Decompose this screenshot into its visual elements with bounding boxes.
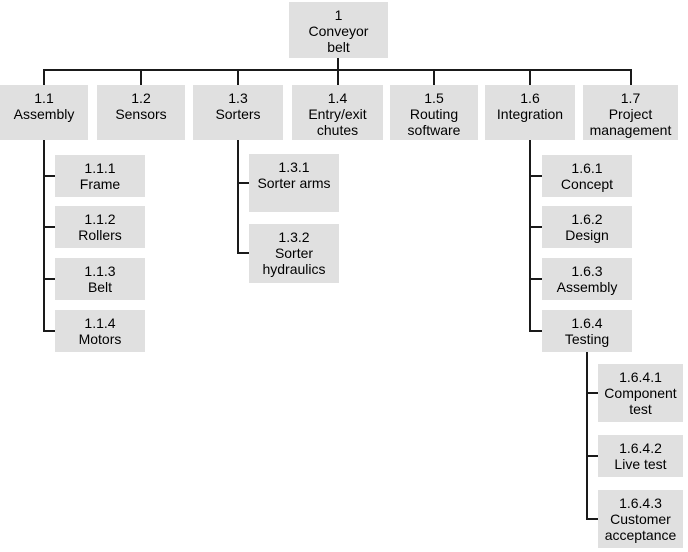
node-label-line: Sensors (115, 106, 167, 122)
node-label-line: Component (604, 385, 677, 401)
node-label-line: Testing (564, 331, 610, 347)
connector-segment (43, 140, 45, 332)
node-label-line: Belt (87, 279, 113, 295)
connector-segment (43, 69, 45, 85)
node-label-line: Assembly (13, 106, 75, 122)
connector-segment (529, 69, 531, 85)
node-label-line: Motors (78, 331, 122, 347)
connector-segment (237, 140, 239, 254)
node-label-line: Entry/exit (308, 106, 367, 122)
node-number: 1.6.4.2 (619, 440, 662, 456)
node-number: 1.7 (620, 90, 641, 106)
connector-segment (43, 226, 56, 228)
node-label-line: chutes (316, 122, 359, 138)
node-label-line: belt (327, 39, 350, 55)
node-number: 1.6 (520, 90, 540, 106)
node-label-line: Live test (614, 456, 667, 472)
node-number: 1.3 (228, 90, 248, 106)
connector-segment (630, 69, 632, 85)
node-number: 1 (334, 7, 343, 23)
node-number: 1.3.1 (278, 159, 310, 175)
connector-segment (237, 69, 239, 85)
connector-segment (586, 392, 599, 394)
node-label-line: Routing (409, 106, 459, 122)
connector-segment (237, 252, 251, 254)
node-label-line: Project (608, 106, 653, 122)
connector-segment (43, 330, 56, 332)
connector-segment (586, 455, 599, 457)
connector-segment (43, 175, 56, 177)
connector-segment (529, 278, 543, 280)
connector-segment (337, 58, 339, 85)
node-number: 1.1.4 (84, 315, 116, 331)
node-label-line: Sorter arms (257, 175, 331, 191)
node-number: 1.1.2 (84, 211, 116, 227)
node-number: 1.1.1 (84, 160, 116, 176)
node-label-line: Customer (610, 511, 671, 527)
node-number: 1.6.4.3 (619, 495, 662, 511)
node-label-line: Sorters (215, 106, 261, 122)
connector-segment (433, 69, 435, 85)
connector-segment (43, 69, 632, 71)
node-number: 1.2 (131, 90, 151, 106)
node-number: 1.1 (34, 90, 54, 106)
node-number: 1.6.4.1 (619, 369, 662, 385)
node-number: 1.4 (327, 90, 348, 106)
node-number: 1.6.1 (571, 160, 603, 176)
node-label-line: Assembly (556, 279, 618, 295)
connector-segment (529, 226, 543, 228)
connector-segment (43, 278, 56, 280)
node-label-line: test (629, 401, 652, 417)
node-label-line: Concept (560, 176, 614, 192)
connector-segment (586, 352, 588, 520)
node-label-line: Rollers (78, 227, 122, 243)
node-label-line: Frame (79, 176, 121, 192)
node-label-line: Design (565, 227, 609, 243)
node-label-line: hydraulics (262, 261, 326, 277)
node-label-line: acceptance (604, 527, 677, 543)
connector-segment (529, 330, 543, 332)
connector-segment (586, 518, 599, 520)
node-label-line: software (407, 122, 461, 138)
connector-segment (140, 69, 142, 85)
node-number: 1.3.2 (278, 229, 310, 245)
node-label-line: Integration (496, 106, 564, 122)
connector-segment (237, 182, 251, 184)
node-label-line: Sorter (274, 245, 314, 261)
node-number: 1.6.2 (571, 211, 603, 227)
node-number: 1.6.4 (571, 315, 603, 331)
node-label-line: management (589, 122, 672, 138)
node-label-line: Conveyor (308, 23, 369, 39)
connector-segment (529, 140, 531, 332)
node-number: 1.1.3 (84, 263, 116, 279)
node-number: 1.6.3 (571, 263, 603, 279)
connector-segment (529, 175, 543, 177)
node-number: 1.5 (424, 90, 444, 106)
